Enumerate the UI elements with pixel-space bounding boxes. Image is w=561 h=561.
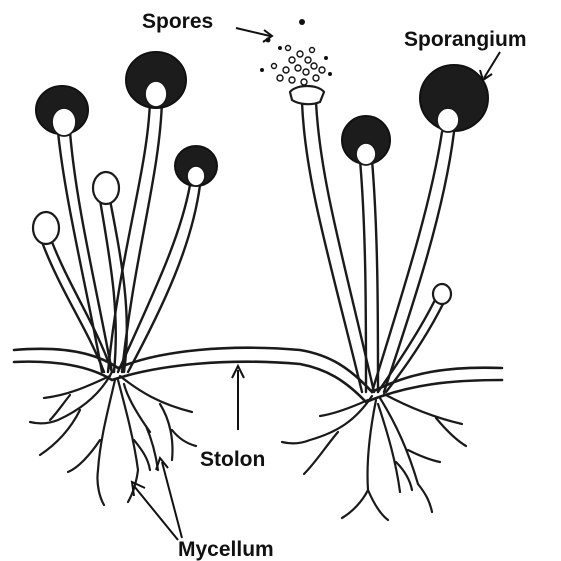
mycelium-arrow-2 xyxy=(162,462,182,538)
spores-cluster xyxy=(260,19,332,85)
stolon xyxy=(14,348,502,402)
right-sporangia xyxy=(290,65,488,304)
label-spores: Spores xyxy=(142,10,213,33)
spores-arrow xyxy=(236,28,270,36)
sporangium-young-1 xyxy=(93,172,119,204)
sporangium-bud xyxy=(433,284,451,304)
right-plant xyxy=(260,19,488,520)
label-sporangium: Sporangium xyxy=(404,28,527,51)
sporangium-young-2 xyxy=(33,212,59,244)
left-rhizoids xyxy=(30,372,196,505)
sporangium-burst-collar xyxy=(290,86,324,104)
left-plant xyxy=(30,52,217,505)
label-stolon: Stolon xyxy=(200,448,265,471)
right-rhizoids xyxy=(282,394,466,520)
left-sporangiophores xyxy=(42,100,200,372)
label-mycelium: Mycellum xyxy=(178,538,274,561)
